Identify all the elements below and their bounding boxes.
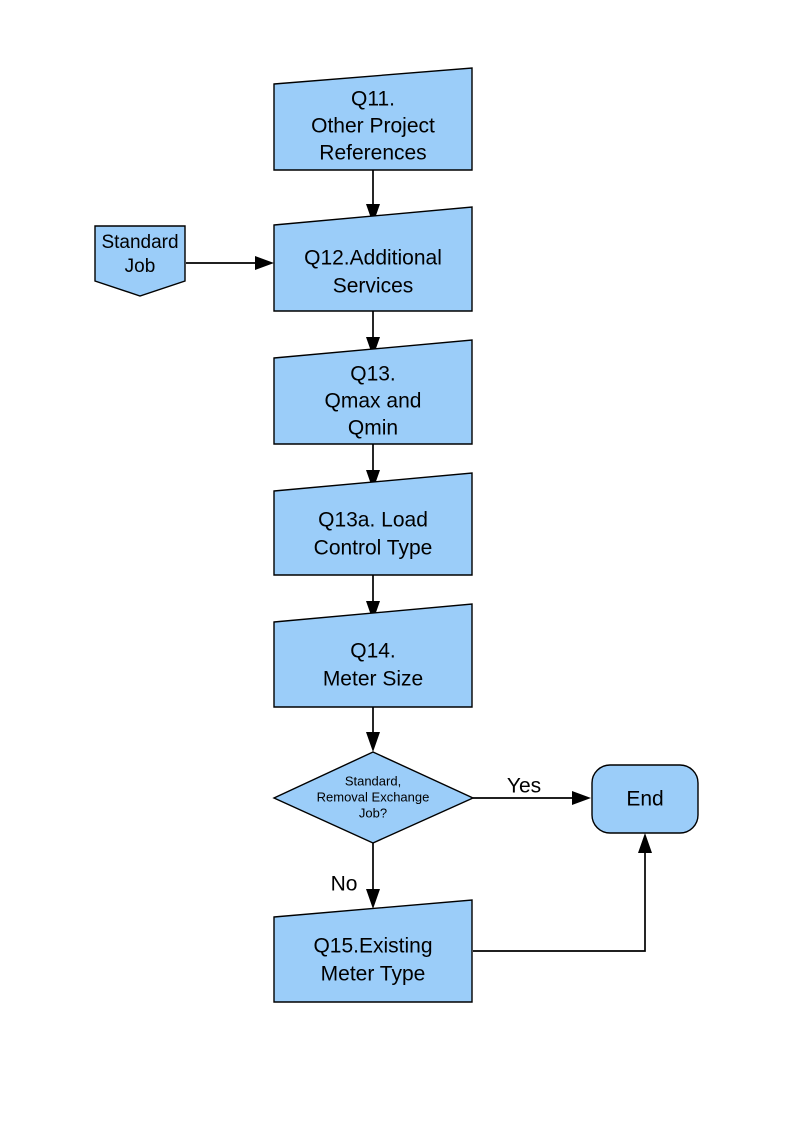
end-label: End — [626, 788, 663, 811]
q13a-shape[interactable] — [273, 472, 473, 576]
q15-label-line-1: Q15.Existing — [313, 935, 432, 958]
edge-decision-yes-to-end — [473, 791, 591, 805]
q12-label-line-2: Services — [333, 275, 414, 298]
q11-other-project-references[interactable]: Q11. Other Project References — [273, 67, 473, 171]
q13-shape[interactable] — [273, 339, 473, 445]
q11-label-line-3: References — [319, 142, 426, 165]
edge-label-no: No — [331, 873, 358, 896]
q15-shape[interactable] — [273, 899, 473, 1003]
decision-label-line-1: Standard, — [345, 773, 401, 788]
edge-standard-job-to-q12 — [186, 256, 274, 270]
q13-qmax-and-qmin[interactable]: Q13. Qmax and Qmin — [273, 339, 473, 445]
q13a-load-control-type[interactable]: Q13a. Load Control Type — [273, 472, 473, 576]
standard-job-shape[interactable] — [94, 225, 186, 297]
standard-job-label-line-2: Job — [125, 256, 156, 277]
q11-label-line-1: Q11. — [351, 88, 395, 111]
decision-shape[interactable] — [272, 751, 475, 844]
end-terminator[interactable]: End — [591, 764, 699, 834]
edge-q12-to-q13 — [366, 311, 380, 357]
q13-label-line-2: Qmax and — [325, 390, 422, 413]
q13a-label-line-2: Control Type — [314, 537, 433, 560]
standard-job-label-line-1: Standard — [101, 232, 178, 253]
edge-decision-no-to-q15 — [366, 843, 380, 909]
edge-q15-to-end — [473, 833, 652, 952]
q13a-label-line-1: Q13a. Load — [318, 509, 428, 532]
q12-label-line-1: Q12.Additional — [304, 247, 442, 270]
q13-label-line-3: Qmin — [348, 417, 398, 440]
q14-label-line-1: Q14. — [350, 640, 396, 663]
q14-meter-size[interactable]: Q14. Meter Size — [273, 603, 473, 708]
q12-additional-services[interactable]: Q12.Additional Services — [273, 206, 473, 312]
edge-q11-to-q12 — [366, 170, 380, 224]
edge-q14-to-decision — [366, 707, 380, 752]
q12-shape[interactable] — [273, 206, 473, 312]
edge-q13-to-q13a — [366, 444, 380, 490]
q15-existing-meter-type[interactable]: Q15.Existing Meter Type — [273, 899, 473, 1003]
standard-job-input[interactable]: Standard Job — [94, 225, 186, 297]
edge-q13a-to-q14 — [366, 575, 380, 621]
decision-label-line-2: Removal Exchange — [317, 789, 430, 804]
q11-shape[interactable] — [273, 67, 473, 171]
decision-standard-removal-exchange-job[interactable]: Standard, Removal Exchange Job? — [272, 751, 475, 844]
end-shape[interactable] — [591, 764, 699, 834]
q14-shape[interactable] — [273, 603, 473, 708]
q14-label-line-2: Meter Size — [323, 668, 423, 691]
q11-label-line-2: Other Project — [311, 115, 435, 138]
decision-label-line-3: Job? — [359, 805, 387, 820]
edge-label-yes: Yes — [507, 775, 541, 798]
q15-label-line-2: Meter Type — [321, 963, 426, 986]
q13-label-line-1: Q13. — [350, 363, 396, 386]
